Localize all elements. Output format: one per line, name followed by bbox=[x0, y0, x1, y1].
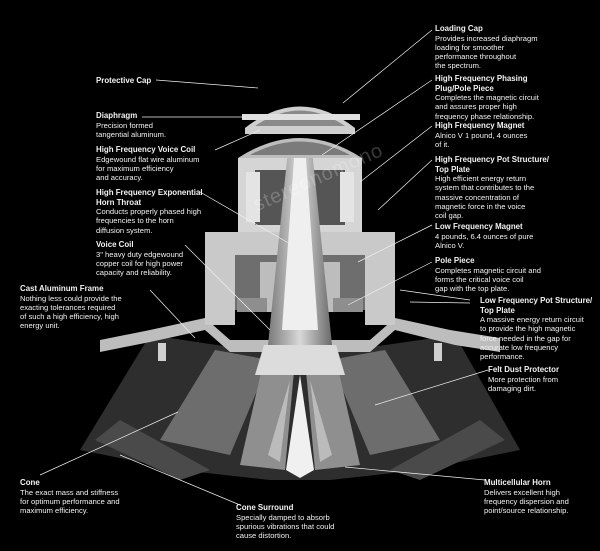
label-title: High Frequency Magnet bbox=[435, 121, 525, 130]
label-desc-line: and accuracy. bbox=[96, 173, 143, 182]
label-hf-phasing-plug: High Frequency Phasing Plug/Pole Piece C… bbox=[435, 74, 539, 121]
label-desc-line: Completes magnetic circuit and bbox=[435, 265, 541, 275]
label-desc-line: performance throughout bbox=[435, 52, 517, 61]
label-cast-frame: Cast Aluminum Frame Nothing less could p… bbox=[20, 284, 122, 330]
label-desc-line: cause distortion. bbox=[236, 531, 292, 540]
label-desc-line: frequency dispersion and bbox=[484, 496, 569, 506]
label-hf-pot-structure: High Frequency Pot Structure/ Top Plate … bbox=[435, 155, 549, 220]
label-title: Felt Dust Protector bbox=[488, 365, 560, 374]
label-title: Diaphragm bbox=[96, 111, 138, 120]
label-title: Protective Cap bbox=[96, 76, 152, 85]
label-multicellular-horn: Multicellular Horn Delivers excellent hi… bbox=[484, 478, 569, 515]
label-desc-line: the spectrum. bbox=[435, 61, 482, 71]
label-desc-line: force needed in the gap for bbox=[480, 333, 571, 343]
label-desc-line: and assures proper high bbox=[435, 102, 517, 112]
label-desc-line: energy unit. bbox=[20, 321, 60, 331]
label-desc-line: Conducts properly phased high bbox=[96, 207, 202, 217]
label-desc-line: for optimum performance and bbox=[20, 496, 120, 506]
multicellular-horn bbox=[268, 375, 332, 478]
label-title: Pole Piece bbox=[435, 256, 475, 265]
label-protective-cap: Protective Cap bbox=[96, 76, 151, 86]
label-desc-line: system that contributes to the bbox=[435, 183, 535, 193]
label-desc-line: tangential aluminum. bbox=[96, 129, 167, 139]
label-title: Low Frequency Pot Structure/ bbox=[480, 296, 593, 305]
label-title: Low Frequency Magnet bbox=[435, 222, 523, 231]
label-desc-line: Alnico V 1 pound, 4 ounces bbox=[435, 130, 528, 140]
label-title: Cast Aluminum Frame bbox=[20, 284, 104, 293]
label-loading-cap: Loading Cap Provides increased diaphragm… bbox=[435, 24, 538, 70]
diaphragm-assembly bbox=[238, 138, 362, 158]
leader-lines bbox=[39, 29, 489, 506]
label-desc-line: More protection from bbox=[488, 374, 559, 384]
label-desc-line: coil gap. bbox=[435, 211, 464, 220]
label-desc-line: gap with the top plate. bbox=[435, 284, 510, 293]
label-desc-line: 4 pounds, 6.4 ounces of pure bbox=[435, 231, 534, 241]
label-desc-line: loading for smoother bbox=[435, 42, 505, 52]
label-title-2: Plug/Pole Piece bbox=[435, 83, 494, 93]
label-desc-line: Provides increased diaphragm bbox=[435, 33, 538, 43]
label-desc-line: The exact mass and stiffness bbox=[20, 487, 119, 497]
label-desc-line: diffusion system. bbox=[96, 225, 153, 235]
label-title: Voice Coil bbox=[96, 240, 134, 249]
label-desc-line: damaging dirt. bbox=[488, 383, 537, 393]
label-title: High Frequency Exponential bbox=[96, 188, 203, 197]
horn-throat bbox=[255, 150, 345, 375]
label-cone: Cone The exact mass and stiffness for op… bbox=[20, 478, 120, 515]
label-title: High Frequency Pot Structure/ bbox=[435, 155, 549, 164]
label-desc-line: 3" heavy duty edgewound bbox=[96, 249, 184, 259]
label-desc-line: massive concentration of bbox=[435, 192, 519, 202]
label-desc-line: Nothing less could provide the bbox=[20, 293, 122, 303]
label-desc-line: Alnico V. bbox=[435, 240, 465, 250]
label-desc-line: magnetic force in the voice bbox=[435, 201, 526, 211]
label-desc-line: frequencies to the horn bbox=[96, 216, 174, 226]
label-desc-line: accurate low frequency bbox=[480, 342, 559, 352]
label-desc-line: maximum efficiency. bbox=[20, 506, 89, 515]
label-desc-line: to provide the high magnetic bbox=[480, 324, 576, 334]
label-desc-line: Delivers excellent high bbox=[484, 487, 560, 497]
label-desc-line: exacting tolerances required bbox=[20, 302, 116, 312]
label-title: Cone bbox=[20, 478, 40, 487]
protective-cap bbox=[242, 106, 360, 134]
label-desc-line: Edgewound flat wire aluminum bbox=[96, 154, 200, 164]
label-voice-coil: Voice Coil 3" heavy duty edgewound coppe… bbox=[96, 240, 183, 277]
label-desc-line: A massive energy return circuit bbox=[480, 315, 584, 325]
label-title-2: Top Plate bbox=[435, 164, 470, 174]
label-desc-line: Completes the magnetic circuit bbox=[435, 93, 539, 103]
label-title: Multicellular Horn bbox=[484, 478, 551, 487]
cast-frame bbox=[100, 318, 500, 361]
label-desc-line: Specially damped to absorb bbox=[236, 512, 330, 522]
label-title-2: Horn Throat bbox=[96, 197, 142, 207]
label-title: Loading Cap bbox=[435, 24, 483, 33]
label-desc-line: point/source relationship. bbox=[484, 506, 569, 515]
label-desc-line: High efficient energy return bbox=[435, 174, 527, 184]
label-desc-line: spurious vibrations that could bbox=[236, 521, 335, 531]
label-lf-pot-structure: Low Frequency Pot Structure/ Top Plate A… bbox=[480, 296, 592, 361]
label-desc-line: of such a high efficiency, high bbox=[20, 312, 119, 321]
label-desc-line: frequency phase relationship. bbox=[435, 111, 535, 121]
label-desc-line: Precision formed bbox=[96, 120, 153, 130]
label-desc-line: copper coil for high power bbox=[96, 258, 183, 268]
label-title: High Frequency Phasing bbox=[435, 74, 528, 83]
label-title: High Frequency Voice Coil bbox=[96, 145, 196, 154]
label-desc-line: performance. bbox=[480, 352, 525, 361]
label-desc-line: forms the critical voice coil bbox=[435, 274, 524, 284]
label-felt-dust: Felt Dust Protector More protection from… bbox=[488, 365, 559, 393]
label-title: Cone Surround bbox=[236, 503, 294, 512]
label-hf-horn-throat: High Frequency Exponential Horn Throat C… bbox=[96, 188, 203, 235]
label-hf-voice-coil: High Frequency Voice Coil Edgewound flat… bbox=[96, 145, 199, 182]
label-desc-line: for maximum efficiency bbox=[96, 163, 174, 173]
label-title-2: Top Plate bbox=[480, 305, 515, 315]
label-pole-piece: Pole Piece Completes magnetic circuit an… bbox=[435, 256, 541, 293]
label-cone-surround: Cone Surround Specially damped to absorb… bbox=[236, 503, 334, 540]
label-desc-line: of it. bbox=[435, 139, 450, 149]
label-hf-magnet: High Frequency Magnet Alnico V 1 pound, … bbox=[435, 121, 527, 149]
label-lf-magnet: Low Frequency Magnet 4 pounds, 6.4 ounce… bbox=[435, 222, 533, 250]
label-diaphragm: Diaphragm Precision formed tangential al… bbox=[96, 111, 166, 139]
label-desc-line: capacity and reliability. bbox=[96, 268, 172, 277]
